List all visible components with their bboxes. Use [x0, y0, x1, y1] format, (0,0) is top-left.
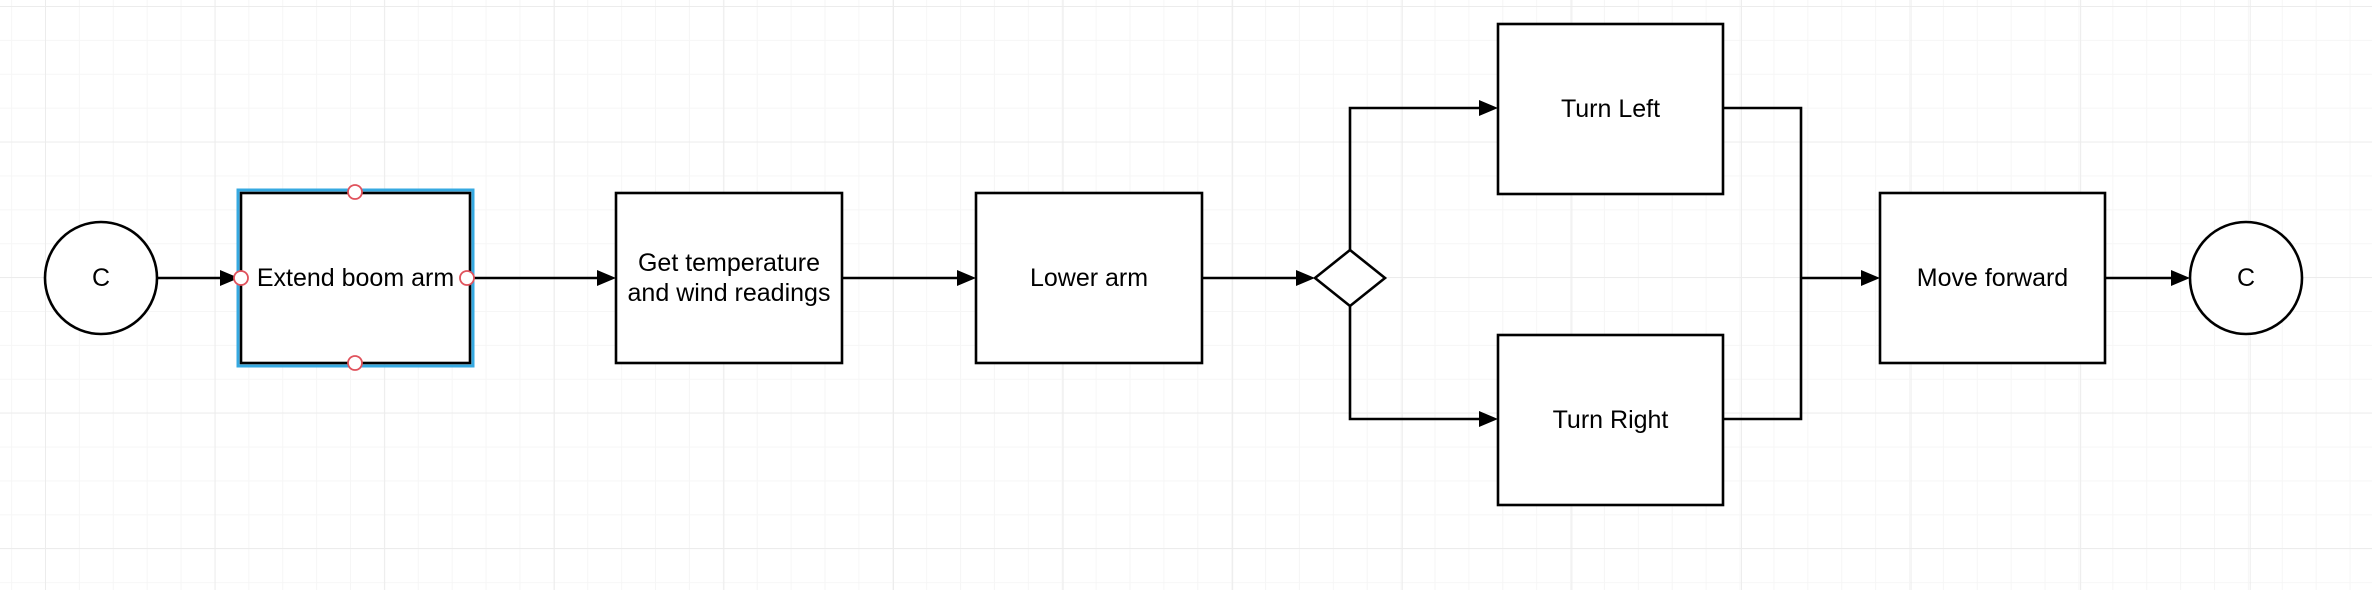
connector-forward-to-end[interactable] — [2105, 270, 2190, 286]
start-connector-circle[interactable] — [43, 220, 159, 336]
connector-start-to-extend[interactable] — [158, 270, 239, 286]
connector-right-to-forward[interactable] — [1723, 278, 1803, 421]
connectors — [158, 100, 2190, 427]
connector-extend-to-readings[interactable] — [470, 270, 616, 286]
turn-right-box[interactable] — [1496, 333, 1725, 507]
extend-boom-arm-box[interactable] — [239, 191, 472, 365]
selection-overlay — [233, 184, 475, 371]
connector-merge-to-forward[interactable] — [1801, 270, 1880, 286]
connection-handle-top[interactable] — [347, 184, 363, 200]
connector-decision-to-right[interactable] — [1348, 306, 1498, 427]
connection-handle-right[interactable] — [459, 270, 475, 286]
lower-arm-box[interactable] — [974, 191, 1204, 365]
connector-left-to-forward[interactable] — [1723, 106, 1803, 278]
get-readings-box[interactable] — [614, 191, 844, 365]
connector-lower-to-decision[interactable] — [1202, 270, 1315, 286]
connector-readings-to-lower[interactable] — [842, 270, 976, 286]
connection-handle-bottom[interactable] — [347, 355, 363, 371]
move-forward-box[interactable] — [1878, 191, 2107, 365]
connector-decision-to-left[interactable] — [1348, 100, 1498, 250]
end-connector-circle[interactable] — [2188, 220, 2304, 336]
connection-handle-left[interactable] — [233, 270, 249, 286]
decision-diamond[interactable] — [1312, 248, 1388, 308]
turn-left-box[interactable] — [1496, 22, 1725, 196]
